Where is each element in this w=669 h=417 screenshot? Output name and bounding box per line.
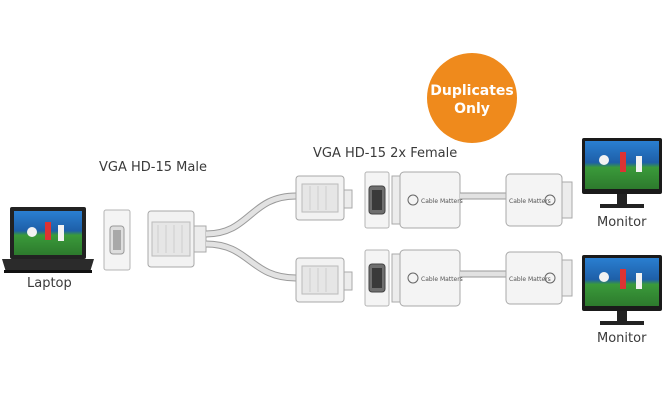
brand-label-top-left: Cable Matters — [421, 198, 463, 205]
female-connector-bottom — [295, 257, 353, 303]
female-connector-top — [295, 175, 353, 221]
label-male-connector: VGA HD-15 Male — [99, 160, 207, 175]
label-female-connector: VGA HD-15 2x Female — [313, 146, 458, 161]
female-wall-plate-top — [364, 171, 390, 229]
label-monitor-top: Monitor — [597, 215, 647, 230]
extension-cable-top: Cable Matters Cable Matters — [391, 171, 573, 229]
label-monitor-bottom: Monitor — [597, 331, 647, 346]
label-laptop: Laptop — [27, 276, 72, 291]
male-connector — [147, 210, 207, 268]
extension-cable-bottom: Cable Matters Cable Matters — [391, 249, 573, 307]
female-wall-plate-bottom — [364, 249, 390, 307]
badge-line2: Only — [454, 101, 490, 117]
brand-label-top-right: Cable Matters — [509, 198, 551, 205]
monitor-top-icon — [582, 138, 662, 208]
brand-label-bottom-left: Cable Matters — [421, 276, 463, 283]
monitor-bottom-icon — [582, 255, 662, 325]
duplicates-only-badge: Duplicates Only — [427, 53, 517, 143]
split-cables — [205, 192, 297, 282]
badge-line1: Duplicates — [430, 83, 513, 99]
brand-label-bottom-right: Cable Matters — [509, 276, 551, 283]
male-wall-plate — [103, 209, 131, 271]
laptop-icon — [2, 207, 94, 273]
